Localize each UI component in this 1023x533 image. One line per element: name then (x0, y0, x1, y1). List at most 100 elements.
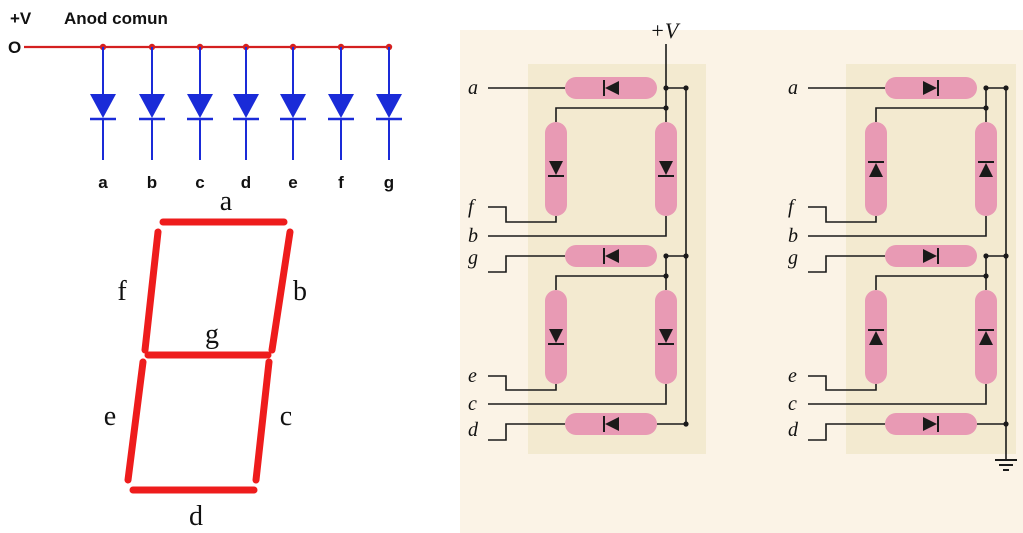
input-label-e: e (788, 365, 797, 387)
junction-dot (1003, 85, 1009, 91)
segment-label-e: e (104, 401, 116, 432)
diode-triangle (605, 81, 619, 95)
diode-triangle (549, 161, 563, 175)
pin-label-d: d (241, 173, 251, 192)
segment-f-led (865, 122, 887, 216)
segment-label-c: c (280, 401, 292, 432)
pin-label-g: g (384, 173, 394, 192)
diode-triangle (659, 329, 673, 343)
junction-dot (683, 421, 689, 427)
circuit-title: Anod comun (64, 9, 168, 28)
input-label-d: d (468, 419, 479, 441)
junction-dot (983, 273, 989, 279)
diode-triangle (659, 161, 673, 175)
input-wire-b (488, 216, 667, 237)
junction-dot (983, 105, 989, 111)
segment-a-led (565, 77, 657, 99)
pin-label-b: b (147, 173, 157, 192)
input-wire-b (808, 216, 987, 237)
input-label-c: c (788, 393, 797, 415)
schematic-supply-label: +V (650, 18, 681, 43)
junction-dot (683, 85, 689, 91)
junction-dot (1003, 253, 1009, 259)
diode-triangle (605, 249, 619, 263)
diode-triangle (979, 331, 993, 345)
segment-c-led (655, 290, 677, 384)
diode-triangle (869, 331, 883, 345)
input-label-f: f (788, 196, 796, 218)
input-wire-d (488, 423, 565, 441)
segment-g-led (565, 245, 657, 267)
diode-c (187, 43, 213, 160)
pin-label-c: c (195, 173, 204, 192)
terminal-label: O (8, 38, 21, 57)
supply-label: +V (10, 9, 32, 28)
diode-e (280, 43, 306, 160)
input-label-g: g (788, 247, 798, 269)
segment-b-led (655, 122, 677, 216)
input-label-d: d (788, 419, 799, 441)
segment-b (268, 228, 294, 354)
diode-triangle (376, 94, 402, 118)
input-label-a: a (788, 77, 798, 99)
diode-a (90, 43, 116, 160)
segment-f-link (875, 107, 986, 122)
segment-e-link (555, 275, 666, 290)
diode-triangle (869, 163, 883, 177)
segment-e-link (875, 275, 986, 290)
diode-d (233, 43, 259, 160)
input-label-b: b (788, 225, 798, 247)
segment-label-b: b (293, 276, 307, 307)
input-label-b: b (468, 225, 478, 247)
segment-f-led (545, 122, 567, 216)
input-wire-g (808, 255, 885, 273)
input-wire-c (808, 384, 987, 405)
diode-triangle (923, 417, 937, 431)
common-cathode-schematic: a fbg ecd (788, 77, 1017, 471)
segment-label-d: d (189, 501, 203, 532)
input-label-a: a (468, 77, 478, 99)
diode-triangle (90, 94, 116, 118)
diode-triangle (549, 329, 563, 343)
input-wire-d (808, 423, 885, 441)
input-label-c: c (468, 393, 477, 415)
diode-triangle (328, 94, 354, 118)
diode-triangle (187, 94, 213, 118)
segment-d-led (565, 413, 657, 435)
segment-b-led (975, 122, 997, 216)
diode-row (90, 43, 402, 160)
junction-dot (663, 253, 669, 259)
diode-triangle (280, 94, 306, 118)
pin-label-a: a (98, 173, 108, 192)
junction-dot (983, 85, 989, 91)
segment-f-link (555, 107, 666, 122)
pin-labels: a b c d e f g (98, 173, 394, 192)
diode-triangle (233, 94, 259, 118)
diode-g (376, 43, 402, 160)
pin-label-f: f (338, 173, 344, 192)
input-label-g: g (468, 247, 478, 269)
input-wire-c (488, 384, 667, 405)
ground-icon (995, 459, 1017, 471)
segment-e-led (865, 290, 887, 384)
segment-e-led (545, 290, 567, 384)
segment-a-led (885, 77, 977, 99)
pin-label-e: e (288, 173, 297, 192)
input-wire-f (488, 206, 557, 223)
input-wire-f (808, 206, 877, 223)
diode-f (328, 43, 354, 160)
segment-label-a: a (220, 186, 233, 217)
junction-dot (683, 253, 689, 259)
diode-triangle (139, 94, 165, 118)
input-label-f: f (468, 196, 476, 218)
input-wire-e (488, 375, 557, 391)
diode-triangle (605, 417, 619, 431)
common-anode-schematic: a fbg ecd (468, 44, 689, 441)
junction-dot (663, 105, 669, 111)
input-label-e: e (468, 365, 477, 387)
segment-e (124, 358, 147, 484)
input-wire-e (808, 375, 877, 391)
junction-dot (1003, 421, 1009, 427)
